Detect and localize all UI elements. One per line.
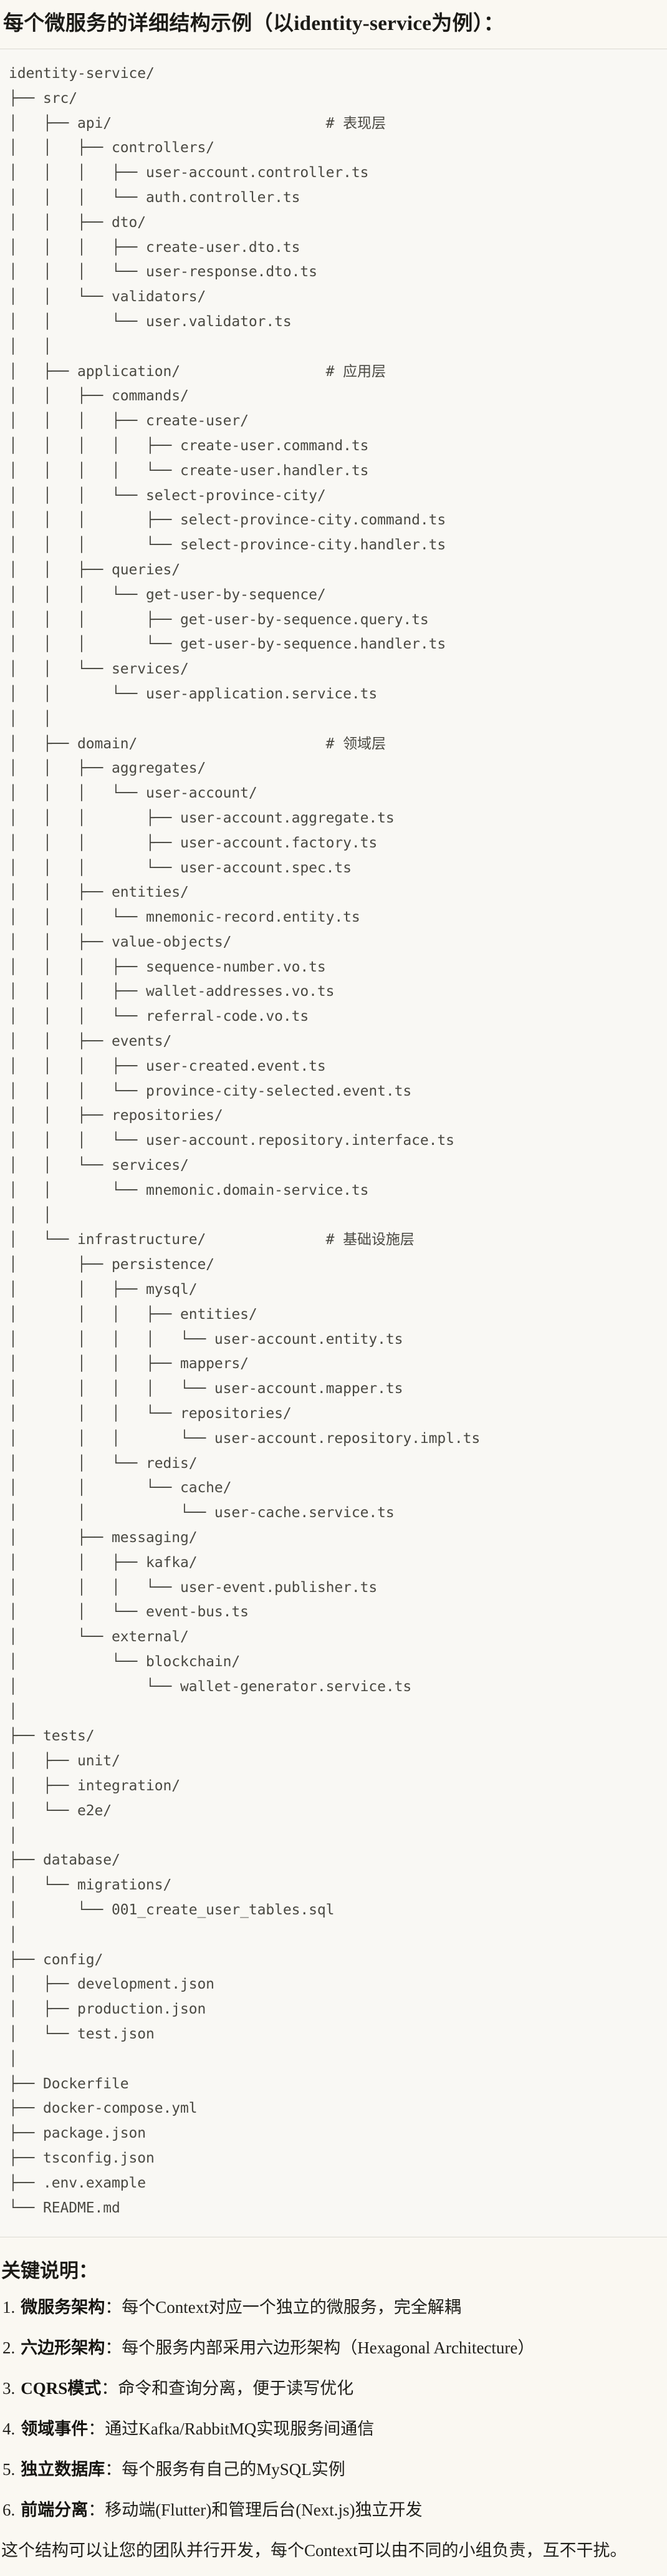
note-number: 3.	[2, 2379, 16, 2398]
note-item-independent-db: 5. 独立数据库：每个服务有自己的MySQL实例	[2, 2458, 667, 2481]
note-item-microservice: 1. 微服务架构：每个Context对应一个独立的微服务，完全解耦	[2, 2296, 667, 2318]
note-label: CQRS模式	[21, 2379, 102, 2398]
note-number: 2.	[2, 2338, 16, 2358]
page-title: 每个微服务的详细结构示例（以identity-service为例）：	[3, 12, 504, 35]
note-label: 独立数据库	[21, 2460, 105, 2479]
note-item-frontend-split: 6. 前端分离：移动端(Flutter)和管理后台(Next.js)独立开发	[2, 2499, 667, 2521]
note-text: ：移动端(Flutter)和管理后台(Next.js)独立开发	[88, 2501, 423, 2520]
note-item-hexagonal: 2.六边形架构：每个服务内部采用六边形架构（Hexagonal Architec…	[2, 2337, 667, 2359]
note-text: ：命令和查询分离，便于读写优化	[101, 2379, 354, 2398]
note-text: ：通过Kafka/RabbitMQ实现服务间通信	[88, 2419, 375, 2439]
note-text: ：每个Context对应一个独立的微服务，完全解耦	[105, 2298, 461, 2317]
page: 每个微服务的详细结构示例（以identity-service为例）： ident…	[0, 9, 667, 2562]
note-text: ：每个服务内部采用六边形架构（Hexagonal Architecture）	[105, 2338, 535, 2358]
note-number: 5.	[2, 2460, 16, 2479]
note-label: 前端分离	[21, 2501, 89, 2520]
note-label: 微服务架构	[21, 2298, 105, 2317]
note-number: 1.	[2, 2298, 16, 2317]
file-tree-code-block: identity-service/ ├── src/ │ ├── api/ # …	[0, 49, 667, 2238]
notes-footer: 这个结构可以让您的团队并行开发，每个Context可以由不同的小组负责，互不干扰…	[1, 2541, 627, 2560]
note-label: 六边形架构	[21, 2338, 105, 2358]
note-label: 领域事件	[21, 2419, 89, 2439]
note-number: 6.	[2, 2501, 16, 2520]
notes-list: 1. 微服务架构：每个Context对应一个独立的微服务，完全解耦 2.六边形架构…	[0, 2296, 667, 2521]
note-item-cqrs: 3. CQRS模式：命令和查询分离，便于读写优化	[2, 2377, 667, 2400]
note-text: ：每个服务有自己的MySQL实例	[105, 2460, 345, 2479]
notes-heading: 关键说明：	[1, 2260, 98, 2282]
note-item-domain-events: 4.领域事件：通过Kafka/RabbitMQ实现服务间通信	[2, 2418, 667, 2440]
note-number: 4.	[2, 2419, 16, 2439]
